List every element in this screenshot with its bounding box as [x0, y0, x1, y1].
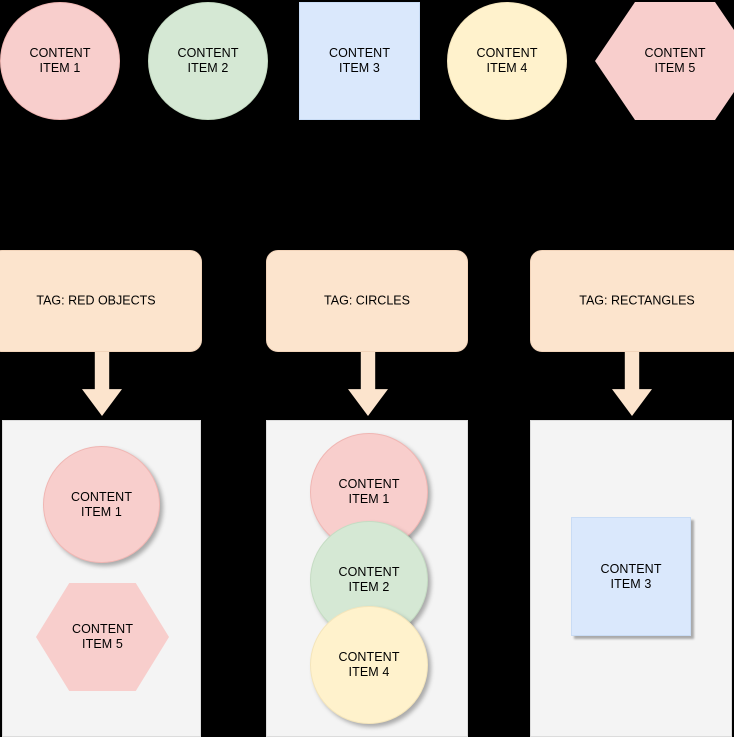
source-shape-hexagon-item-5[interactable]: CONTENT ITEM 5 — [595, 2, 734, 120]
source-shape-circle-item-1[interactable]: CONTENT ITEM 1 — [0, 2, 120, 120]
group-shape-label: CONTENT ITEM 4 — [338, 650, 400, 679]
group-shape-circle-item-1[interactable]: CONTENT ITEM 1 — [43, 446, 160, 563]
tag-label: TAG: CIRCLES — [324, 293, 410, 308]
source-shape-label: CONTENT ITEM 3 — [328, 46, 391, 75]
group-shape-label: CONTENT ITEM 5 — [71, 622, 134, 651]
group-panel-circles: CONTENT ITEM 1 CONTENT ITEM 2 CONTENT IT… — [266, 420, 468, 737]
tag-box-rectangles[interactable]: TAG: RECTANGLES — [530, 250, 734, 352]
group-shape-rectangle-item-3[interactable]: CONTENT ITEM 3 — [571, 517, 691, 636]
source-shape-rectangle-item-3[interactable]: CONTENT ITEM 3 — [299, 2, 420, 120]
source-shape-label: CONTENT ITEM 2 — [177, 46, 239, 75]
source-shape-label: CONTENT ITEM 1 — [29, 46, 91, 75]
group-shape-label: CONTENT ITEM 3 — [600, 561, 662, 591]
tag-label: TAG: RED OBJECTS — [36, 293, 156, 308]
group-panel-rectangles: CONTENT ITEM 3 — [530, 420, 732, 737]
source-shape-circle-item-2[interactable]: CONTENT ITEM 2 — [148, 2, 268, 120]
group-panel-red-objects: CONTENT ITEM 1 CONTENT ITEM 5 — [2, 420, 201, 737]
down-arrow-icon-circles — [348, 352, 388, 416]
down-arrow-icon-red-objects — [82, 352, 122, 416]
down-arrow-icon-rectangles — [612, 352, 652, 416]
source-shape-circle-item-4[interactable]: CONTENT ITEM 4 — [447, 2, 567, 120]
group-shape-circle-item-4[interactable]: CONTENT ITEM 4 — [310, 606, 428, 724]
source-shape-label: CONTENT ITEM 5 — [644, 46, 706, 75]
group-shape-hexagon-item-5[interactable]: CONTENT ITEM 5 — [36, 583, 169, 691]
source-shape-label: CONTENT ITEM 4 — [476, 46, 538, 75]
tag-label: TAG: RECTANGLES — [579, 293, 695, 308]
group-shape-label: CONTENT ITEM 1 — [338, 477, 400, 506]
group-shape-label: CONTENT ITEM 1 — [70, 489, 133, 519]
tag-box-red-objects[interactable]: TAG: RED OBJECTS — [0, 250, 202, 352]
group-shape-label: CONTENT ITEM 2 — [338, 565, 400, 594]
tag-box-circles[interactable]: TAG: CIRCLES — [266, 250, 468, 352]
